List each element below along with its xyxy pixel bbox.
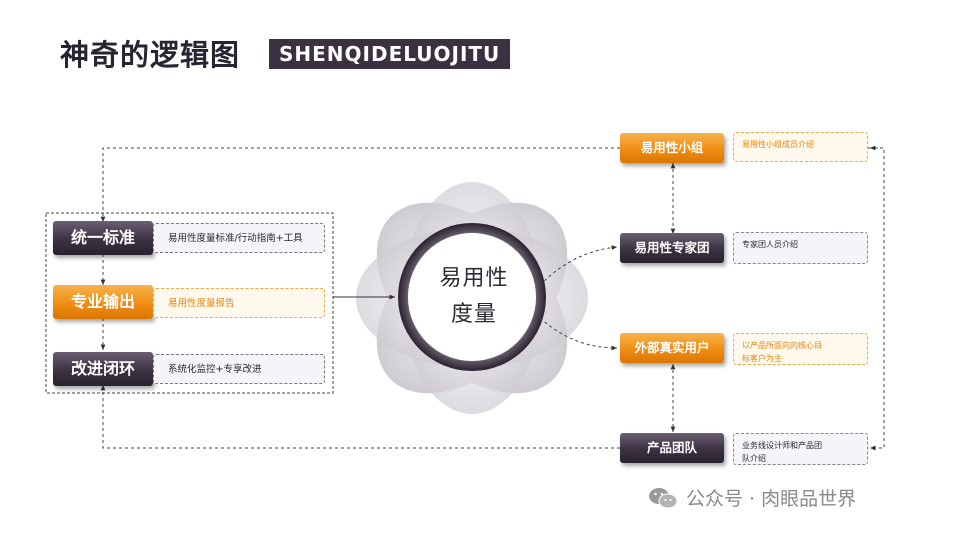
left-item-2-desc: 易用性度量报告 <box>153 288 325 318</box>
right-item-3-desc: 以产品所面向的核心目 标客户为主 <box>733 333 868 365</box>
page-subtitle: SHENQIDELUOJITU <box>269 39 511 69</box>
right-item-4-desc-line-2: 队介绍 <box>742 454 766 463</box>
right-item-1-button: 易用性小组 <box>620 133 724 163</box>
loop-bottom <box>100 385 620 449</box>
watermark: 公众号 · 肉眼品世界 <box>648 484 856 511</box>
right-item-1-desc: 易用性小组成员介绍 <box>733 132 868 162</box>
center-line-1: 易用性 <box>439 266 509 291</box>
page-title: 神奇的逻辑图 <box>60 38 241 72</box>
right-item-3-desc-line-2: 标客户为主 <box>742 354 782 363</box>
watermark-text: 公众号 · 肉眼品世界 <box>686 488 857 510</box>
left-item-1-button: 统一标准 <box>53 221 153 255</box>
right-item-4-desc: 业务线设计师和产品团 队介绍 <box>733 433 868 465</box>
left-item-2-button: 专业输出 <box>53 285 153 319</box>
left-item-3-desc: 系统化监控+专享改进 <box>153 354 325 384</box>
left-item-1-desc: 易用性度量标准/行动指南+工具 <box>153 223 325 253</box>
center-line-2: 度量 <box>450 302 497 327</box>
right-item-4-button: 产品团队 <box>620 433 724 463</box>
loop-top <box>100 147 620 222</box>
right-item-3-button: 外部真实用户 <box>620 333 724 363</box>
right-item-1-desc-line-1: 易用性小组成员介绍 <box>742 140 814 149</box>
center-disc <box>408 233 536 361</box>
curve-to-users <box>539 317 618 351</box>
center-label: 易用性 度量 <box>405 228 543 366</box>
right-item-2-button: 易用性专家团 <box>620 233 724 263</box>
loop-right-top <box>868 147 885 451</box>
right-item-2-desc-line-1: 专家团人员介绍 <box>742 240 798 249</box>
curve-to-experts <box>539 245 618 286</box>
right-item-2-desc: 专家团人员介绍 <box>733 232 868 264</box>
right-item-4-desc-line-1: 业务线设计师和产品团 <box>742 441 822 450</box>
right-item-3-desc-line-1: 以产品所面向的核心目 <box>742 341 822 350</box>
wechat-icon <box>649 487 678 508</box>
left-item-3-button: 改进闭环 <box>53 352 153 386</box>
left-group-frame <box>45 212 334 394</box>
